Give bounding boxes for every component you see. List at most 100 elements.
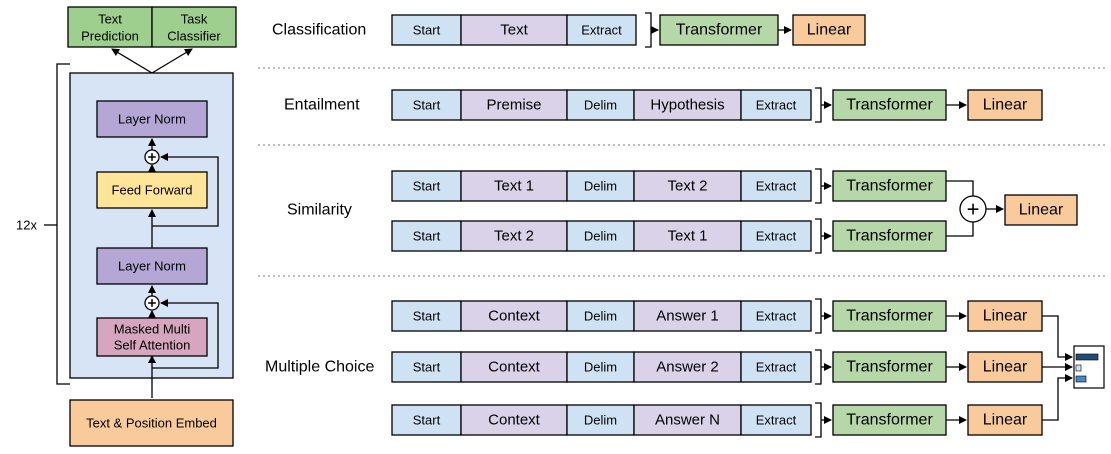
repeat-label: 12x — [16, 218, 37, 233]
mc-transformer-1-label: Transformer — [846, 308, 933, 325]
mc-row2-token-answer-2 — [633, 351, 742, 383]
output-task-classifier-line2: Classifier — [167, 29, 221, 44]
mc-linear-1-label: Linear — [983, 308, 1028, 325]
similarity-row2-token-start-label: Start — [413, 229, 441, 244]
mc-row1-token-start — [391, 300, 462, 332]
mc-row3-token-extract — [740, 404, 812, 436]
entailment-token-extract-label: Extract — [756, 98, 797, 113]
entailment-token-premise-label: Premise — [486, 97, 541, 114]
similarity-transformer-2 — [832, 220, 947, 252]
similarity-row2-token-extract — [740, 220, 812, 252]
softmax-bar-3 — [1075, 375, 1087, 383]
similarity-row1-token-extract — [740, 170, 812, 202]
feed-forward-label: Feed Forward — [112, 183, 193, 198]
similarity-row2-token-start — [391, 220, 462, 252]
mc-row3-token-delim-label: Delim — [584, 413, 617, 428]
entailment-token-start-label: Start — [413, 98, 441, 113]
mc-transformer-2-label: Transformer — [846, 359, 933, 376]
mc-row1-token-answer-1-label: Answer 1 — [656, 308, 719, 325]
similarity-linear — [1004, 194, 1078, 226]
similarity-row1-token-extract-label: Extract — [756, 179, 797, 194]
mc-linear-1 — [967, 300, 1043, 332]
section-dividers — [258, 67, 1106, 277]
similarity-transformer-1-label: Transformer — [846, 178, 933, 195]
entailment-token-delim — [566, 89, 635, 121]
mc-row3-token-start — [391, 404, 462, 436]
similarity-row2-token-text-2-label: Text 2 — [494, 228, 534, 245]
similarity-row1-token-start-label: Start — [413, 179, 441, 194]
mc-linear-2-label: Linear — [983, 359, 1028, 376]
mc-transformer-2 — [832, 351, 947, 383]
similarity-row1-token-text-2 — [633, 170, 742, 202]
classification-token-text — [460, 14, 568, 46]
mc-row1-token-extract — [740, 300, 812, 332]
similarity-row1-token-text-1-label: Text 1 — [494, 178, 534, 195]
entailment-token-extract — [740, 89, 812, 121]
entailment-brace — [815, 87, 822, 123]
entailment-token-hypothesis — [633, 89, 742, 121]
similarity-row1-token-start — [391, 170, 462, 202]
similarity-transformer-2-label: Transformer — [846, 228, 933, 245]
similarity-line-top-to-plus — [946, 180, 974, 196]
entailment-transformer — [832, 89, 947, 121]
mc-row2-token-context — [460, 351, 568, 383]
mc-row1-token-answer-1 — [633, 300, 742, 332]
entailment-token-premise — [460, 89, 568, 121]
mc-row1-token-delim-label: Delim — [584, 309, 617, 324]
mc-linear-3 — [967, 404, 1043, 436]
mc-row2-token-delim-label: Delim — [584, 360, 617, 375]
layer-norm-bottom — [96, 247, 208, 285]
mc-linear-2 — [967, 351, 1043, 383]
similarity-brace-2 — [815, 218, 822, 254]
classification-token-start-label: Start — [413, 23, 441, 38]
mc-line-n-to-softmax — [1042, 374, 1073, 421]
similarity-row1-token-text-2-label: Text 2 — [667, 178, 707, 195]
classification-token-start — [391, 14, 462, 46]
entailment-token-delim-label: Delim — [584, 98, 617, 113]
classification-linear — [792, 14, 866, 46]
similarity-row1-token-delim — [566, 170, 635, 202]
similarity-row2-token-delim-label: Delim — [584, 229, 617, 244]
similarity-row2-token-extract-label: Extract — [756, 229, 797, 244]
mc-row3-token-delim — [566, 404, 635, 436]
task-label-entailment: Entailment — [284, 97, 360, 114]
similarity-row2-token-text-1 — [633, 220, 742, 252]
similarity-transformer-1 — [832, 170, 947, 202]
feed-forward — [96, 171, 208, 209]
mc-brace-2 — [815, 349, 822, 385]
task-label-similarity: Similarity — [287, 202, 352, 219]
mc-row2-token-start-label: Start — [413, 360, 441, 375]
mc-transformer-3 — [832, 404, 947, 436]
mc-row2-token-answer-2-label: Answer 2 — [656, 359, 719, 376]
mc-row1-token-delim — [566, 300, 635, 332]
classification-token-text-label: Text — [500, 22, 528, 39]
mc-linear-3-label: Linear — [983, 412, 1028, 429]
output-text-prediction-line2: Prediction — [81, 29, 139, 44]
similarity-brace-1 — [815, 168, 822, 204]
entailment-token-start — [391, 89, 462, 121]
entailment-linear-label: Linear — [983, 97, 1028, 114]
residual-path-attention — [152, 299, 219, 369]
masked-self-attention — [96, 317, 208, 357]
mc-transformer-1 — [832, 300, 947, 332]
attention-line1: Masked Multi — [114, 322, 191, 337]
mc-row2-token-context-label: Context — [488, 359, 541, 376]
mc-row3-token-start-label: Start — [413, 413, 441, 428]
mc-row2-token-extract-label: Extract — [756, 360, 797, 375]
arrow-to-text-prediction — [111, 48, 153, 74]
layer-norm-top-label: Layer Norm — [118, 112, 186, 127]
softmax-bar-1 — [1075, 353, 1099, 361]
entailment-linear — [967, 89, 1043, 121]
classification-token-extract — [566, 14, 637, 46]
layer-norm-top — [96, 100, 208, 138]
mc-line-1-to-softmax — [1042, 315, 1073, 361]
classification-linear-label: Linear — [807, 22, 852, 39]
arrow-to-task-classifier — [151, 48, 193, 74]
mc-row2-token-delim — [566, 351, 635, 383]
output-text-prediction-line1: Text — [98, 12, 122, 27]
mc-row3-token-answer-n-label: Answer N — [655, 412, 720, 429]
mc-row3-token-context — [460, 404, 568, 436]
mc-brace-3 — [815, 402, 822, 438]
